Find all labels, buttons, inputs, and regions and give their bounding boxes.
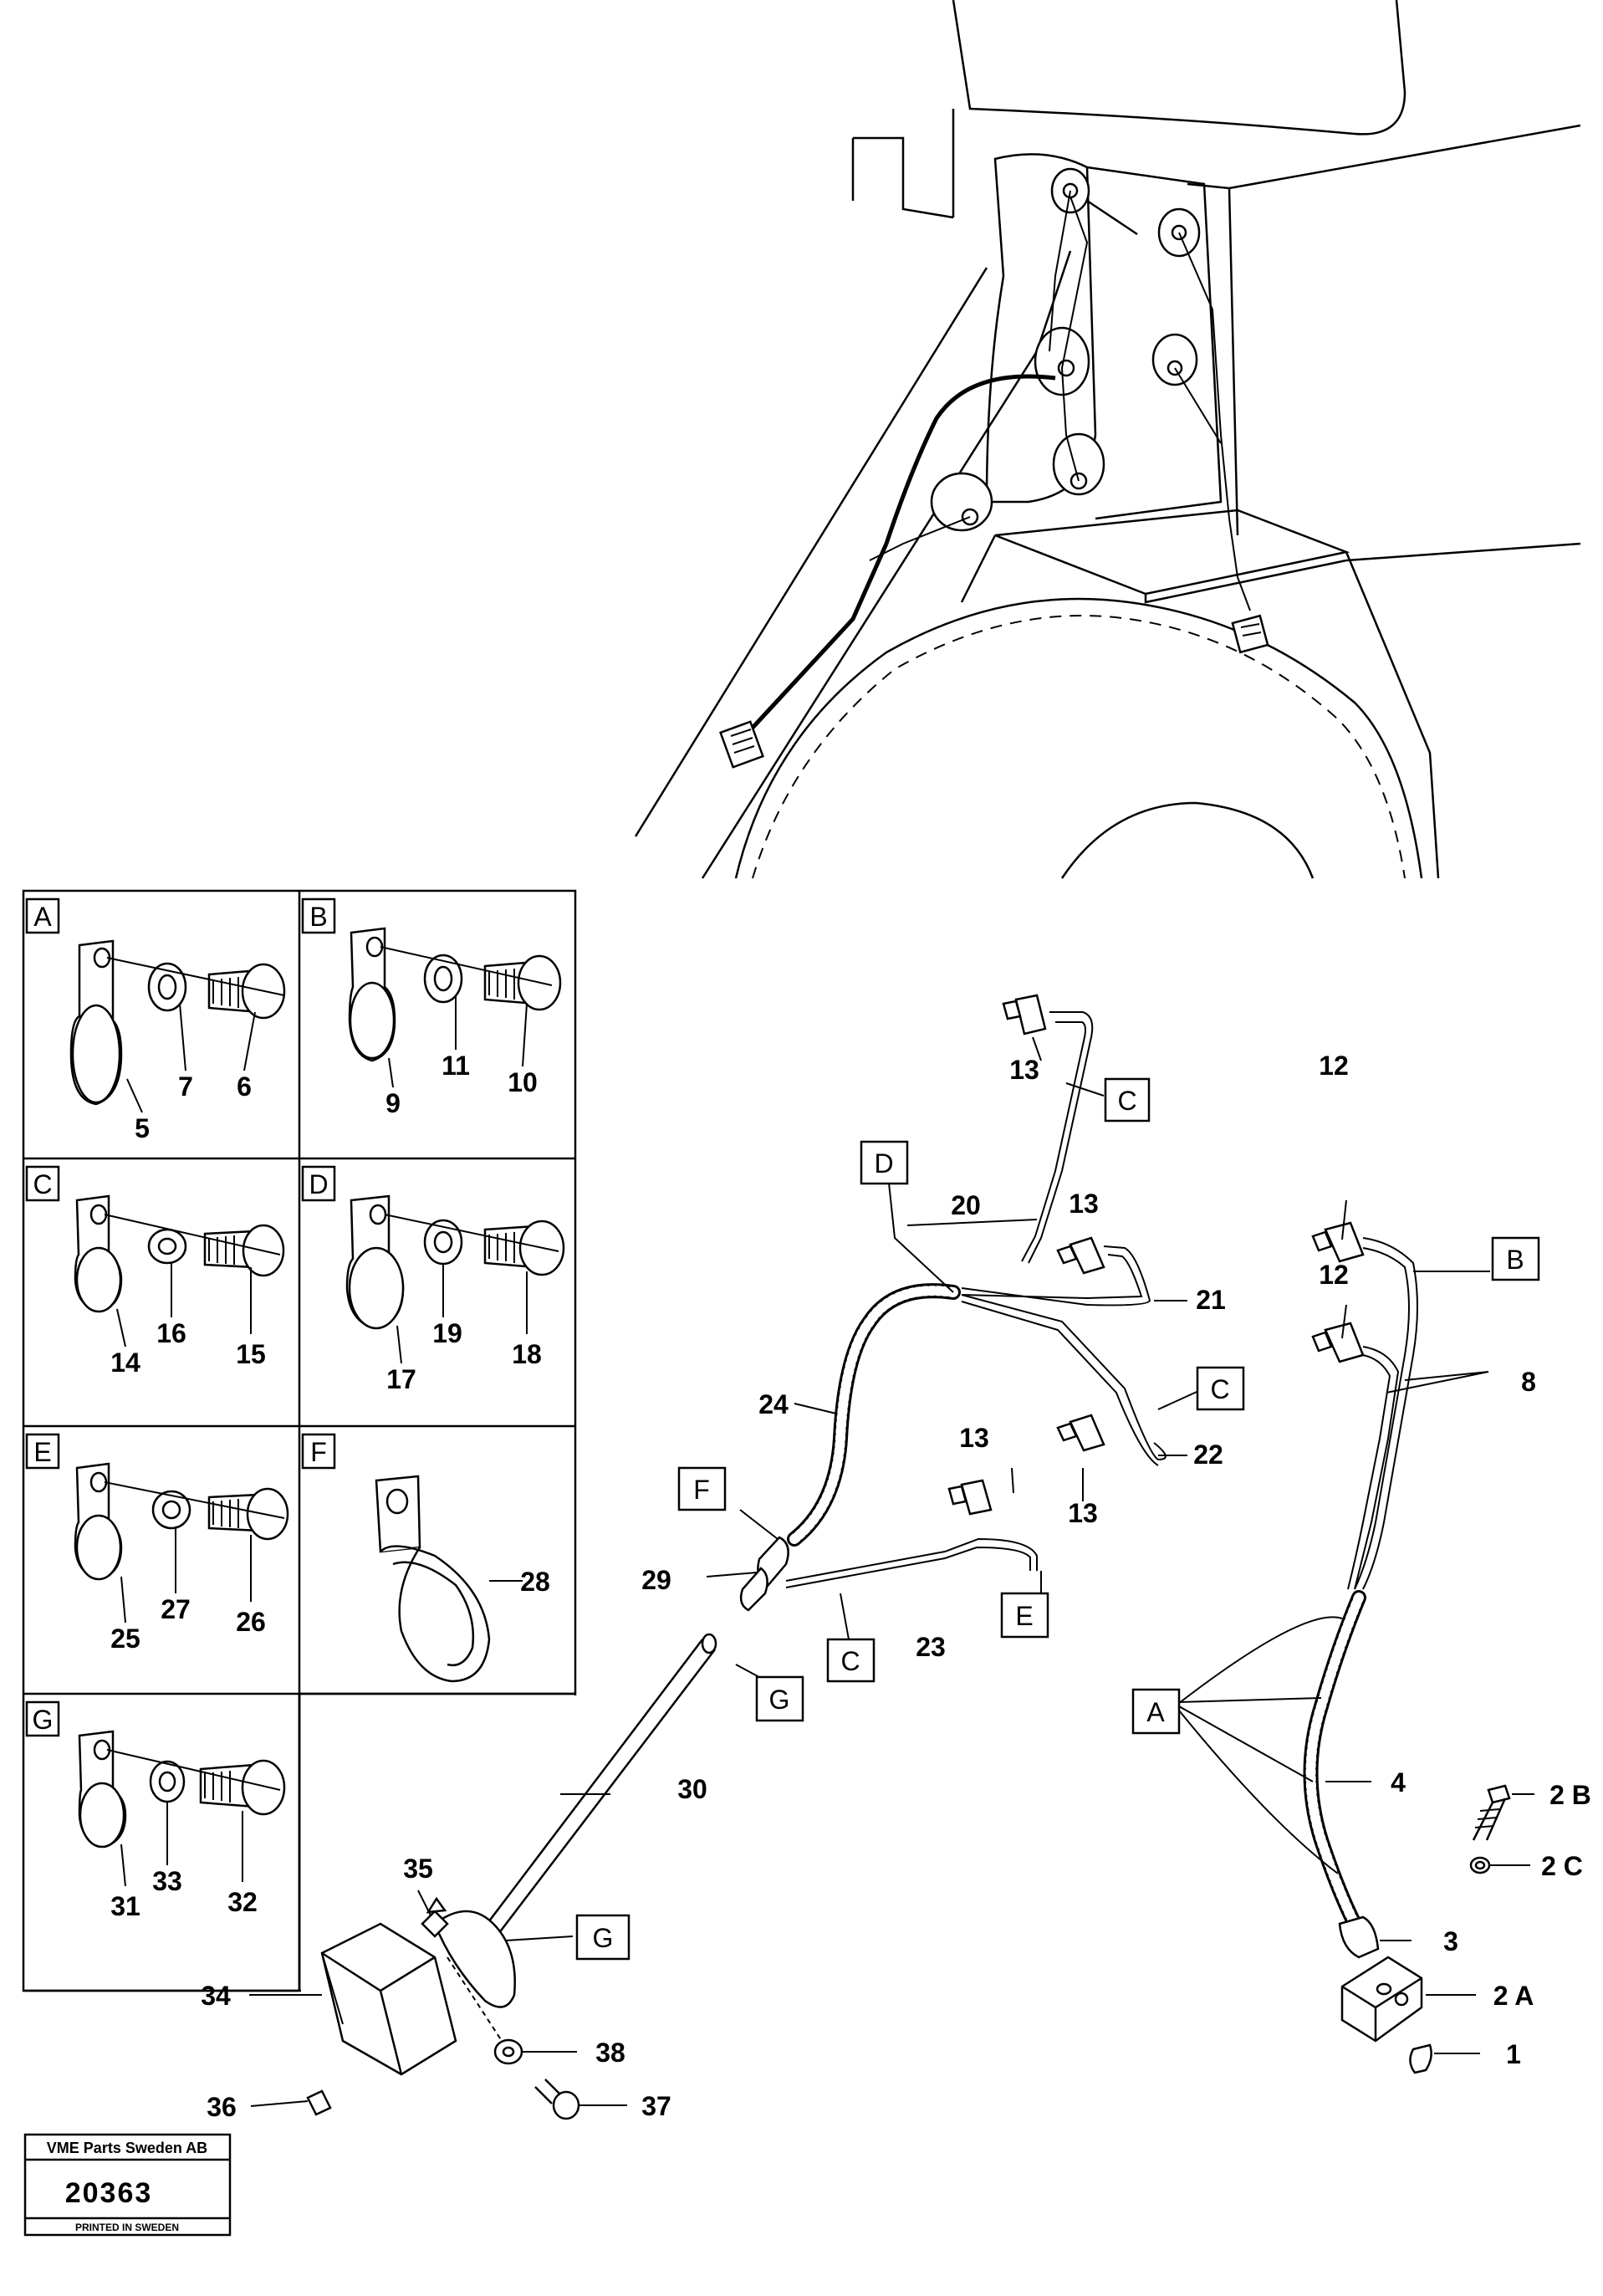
- letter-box-d: D: [874, 1148, 893, 1179]
- callout-30: 30: [677, 1774, 707, 1804]
- part-number: 33: [152, 1866, 182, 1896]
- part-number: 27: [161, 1594, 191, 1624]
- letter-box-f: F: [693, 1475, 710, 1505]
- letter-box-e: E: [1015, 1601, 1033, 1631]
- part-number: 15: [236, 1339, 266, 1369]
- part-number: 7: [178, 1071, 193, 1102]
- callout-29: 29: [641, 1565, 671, 1595]
- letter-box-c: C: [840, 1646, 860, 1676]
- callout-21: 21: [1196, 1285, 1226, 1315]
- letter-box-g: G: [769, 1685, 790, 1715]
- callout-35: 35: [403, 1854, 433, 1884]
- callout-13: 13: [1069, 1189, 1099, 1219]
- letter-box-c: C: [1210, 1374, 1229, 1404]
- part-number: 25: [110, 1624, 140, 1654]
- part-number: 26: [236, 1607, 266, 1637]
- panel-letter: G: [33, 1705, 54, 1735]
- callout-1: 1: [1506, 2039, 1521, 2069]
- letter-box-b: B: [1506, 1245, 1524, 1275]
- panel-b: B 11 10 9: [301, 897, 562, 1118]
- panel-f: F 28: [301, 1433, 550, 1683]
- callout-13: 13: [959, 1423, 989, 1453]
- callout-37: 37: [641, 2091, 671, 2121]
- part-number: 17: [386, 1364, 416, 1394]
- part-number: 31: [110, 1891, 140, 1921]
- part-number: 10: [508, 1067, 538, 1097]
- part-number: 18: [512, 1339, 542, 1369]
- callout-numbers: 13 20 13 21 22 13 12 12 8 13 24 29 23 30…: [201, 1051, 1591, 2122]
- callout-4: 4: [1391, 1767, 1406, 1797]
- callout-13: 13: [1009, 1055, 1039, 1085]
- callout-34: 34: [201, 1981, 231, 2011]
- panel-letter: B: [309, 902, 327, 932]
- stamp-company: VME Parts Sweden AB: [47, 2140, 207, 2156]
- central-lube-assembly: [306, 994, 1511, 2120]
- part-number: 14: [110, 1347, 140, 1378]
- letter-box-g: G: [593, 1923, 614, 1953]
- panel-d: D 19 18 17: [301, 1165, 565, 1394]
- panel-letter: D: [309, 1169, 328, 1199]
- callout-20: 20: [951, 1190, 981, 1220]
- callout-2a: 2 A: [1493, 1981, 1534, 2011]
- panel-e: E 27 26 25: [25, 1433, 289, 1654]
- callout-23: 23: [916, 1632, 946, 1662]
- part-number: 9: [385, 1088, 401, 1118]
- callout-12: 12: [1319, 1051, 1349, 1081]
- callout-13: 13: [1068, 1498, 1098, 1528]
- stamp-printed: PRINTED IN SWEDEN: [75, 2222, 179, 2233]
- callout-2c: 2 C: [1541, 1851, 1583, 1881]
- callout-8: 8: [1521, 1367, 1536, 1397]
- letter-box-c: C: [1117, 1086, 1136, 1116]
- panel-c: C 16 15 14: [25, 1165, 285, 1378]
- panel-a: A 7 6 5: [25, 897, 286, 1143]
- callout-3: 3: [1443, 1926, 1458, 1956]
- part-number: 11: [442, 1051, 470, 1081]
- part-number: 28: [520, 1567, 550, 1597]
- panel-g: G 33 32 31: [25, 1700, 286, 1921]
- callout-24: 24: [758, 1389, 789, 1419]
- panel-letter: E: [33, 1437, 51, 1467]
- letter-boxes: C D B C F E C G A G: [575, 1077, 1540, 1961]
- part-number: 32: [227, 1887, 258, 1917]
- letter-box-a: A: [1146, 1697, 1165, 1727]
- stamp-number: 20363: [65, 2177, 153, 2209]
- part-number: 5: [135, 1113, 150, 1143]
- callout-38: 38: [595, 2038, 625, 2068]
- panel-letter: A: [33, 902, 52, 932]
- machine-illustration: [634, 0, 1581, 879]
- callout-22: 22: [1193, 1439, 1223, 1470]
- part-number: 6: [237, 1071, 252, 1102]
- panel-letter: C: [33, 1169, 52, 1199]
- part-number: 19: [432, 1318, 462, 1348]
- panel-letter: F: [310, 1437, 327, 1467]
- callout-36: 36: [207, 2092, 237, 2122]
- callout-12: 12: [1319, 1260, 1349, 1290]
- callout-leaders: [249, 1036, 1534, 2107]
- vme-stamp: VME Parts Sweden AB 20363 PRINTED IN SWE…: [23, 2133, 232, 2237]
- callout-2b: 2 B: [1549, 1780, 1591, 1810]
- part-number: 16: [156, 1318, 186, 1348]
